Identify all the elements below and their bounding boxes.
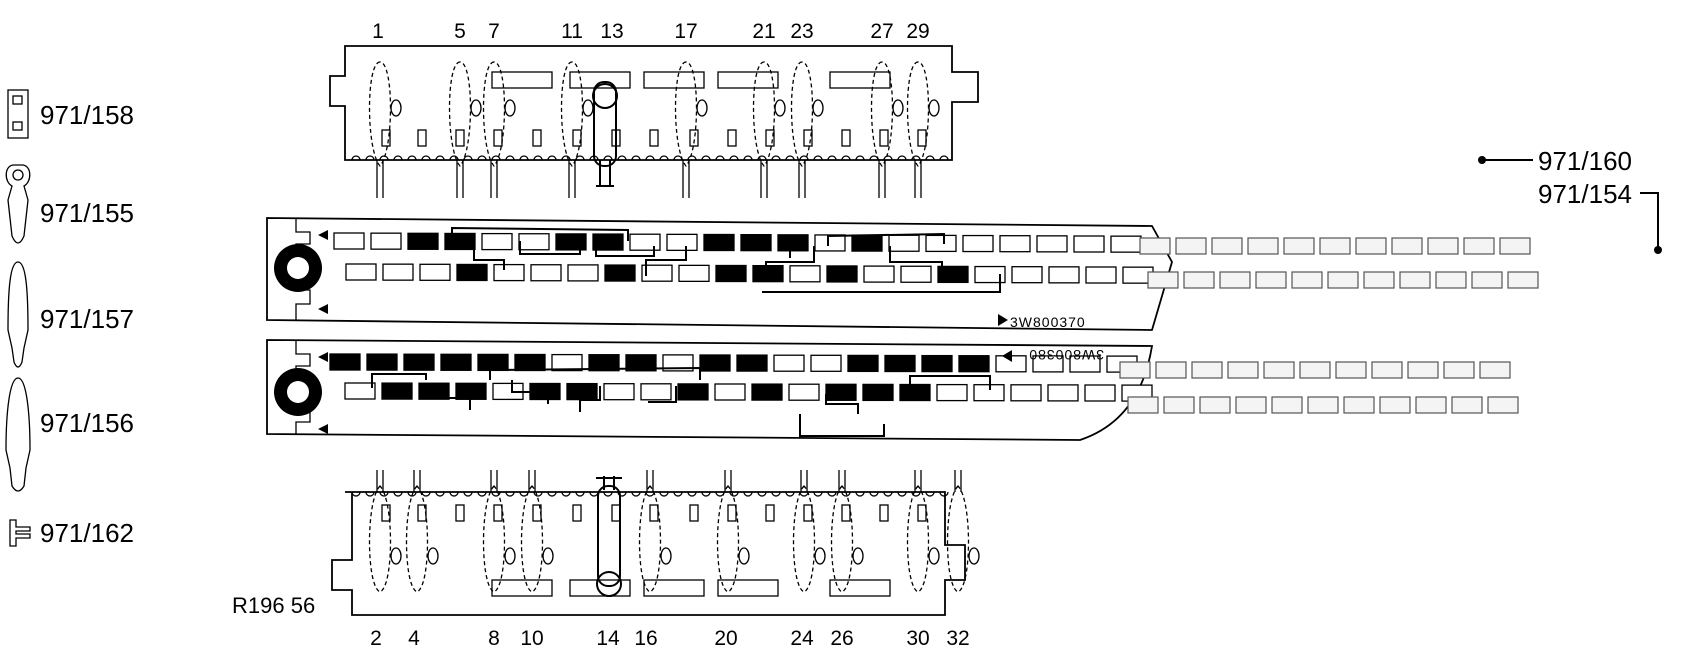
pin-number: 30: [906, 627, 929, 650]
pin-number: 17: [674, 20, 697, 43]
callout-971-160: 971/160: [1478, 146, 1632, 176]
pin-number: 10: [520, 627, 543, 650]
pin-number: 24: [790, 627, 814, 650]
pin-number: 5: [454, 20, 466, 43]
lower-pcb-traces: [371, 366, 991, 437]
short-pin-icon: [7, 261, 29, 368]
pin-number: 2: [370, 627, 382, 650]
pin-number: 21: [752, 20, 775, 43]
pin-number: 1: [372, 20, 384, 43]
part-label-971-162: 971/162: [40, 518, 134, 548]
pin-number: 4: [408, 627, 420, 650]
pin-number: 20: [714, 627, 737, 650]
pin-number: 8: [488, 627, 500, 650]
pin-number: 32: [946, 627, 969, 650]
pin-number: 13: [600, 20, 623, 43]
callout-971-154: 971/154: [1538, 179, 1662, 254]
upper-pcb: 3W800370: [266, 217, 1173, 331]
bottom-connector-notches: [351, 491, 949, 497]
pin-number: 7: [488, 20, 500, 43]
upper-pcb-pads: [333, 232, 1154, 284]
part-legend: 971/158 971/155 971/157 971/156 971/162: [5, 89, 134, 548]
part-label-971-158: 971/158: [40, 100, 134, 130]
part-label-971-156: 971/156: [40, 408, 134, 438]
lower-pcb-code: 3W800380: [1028, 347, 1104, 363]
svg-text:971/160: 971/160: [1538, 146, 1632, 176]
pin-number: 26: [830, 627, 853, 650]
pin-number: 27: [870, 20, 893, 43]
bottom-connector-slots: [381, 504, 927, 522]
eyelet-pin-icon: [5, 164, 31, 244]
upper-pcb-traces: [451, 226, 1001, 293]
pin-number: 14: [596, 627, 620, 650]
svg-text:971/154: 971/154: [1538, 179, 1632, 209]
upper-pcb-code: 3W800370: [1010, 314, 1086, 330]
bottom-connector-clip-14: [596, 476, 622, 597]
double-square-clip-icon: [7, 89, 29, 139]
extension-pad-rows: [1119, 237, 1539, 414]
pin-number: 29: [906, 20, 929, 43]
comb-clip-icon: [9, 519, 31, 547]
top-connector-slots: [381, 129, 927, 147]
pin-number: 16: [634, 627, 657, 650]
top-connector-pins: [368, 61, 940, 198]
pin-number: 11: [561, 20, 583, 43]
bottom-connector-pins: [368, 470, 980, 593]
pin-number: 23: [790, 20, 813, 43]
top-connector-clip-13: [592, 81, 618, 187]
long-pin-icon: [5, 377, 31, 492]
figure-reference: R196 56: [232, 593, 315, 618]
part-label-971-157: 971/157: [40, 304, 134, 334]
lower-pcb: 3W800380: [266, 339, 1154, 441]
part-label-971-155: 971/155: [40, 198, 134, 228]
lower-pcb-pads: [329, 353, 1153, 402]
